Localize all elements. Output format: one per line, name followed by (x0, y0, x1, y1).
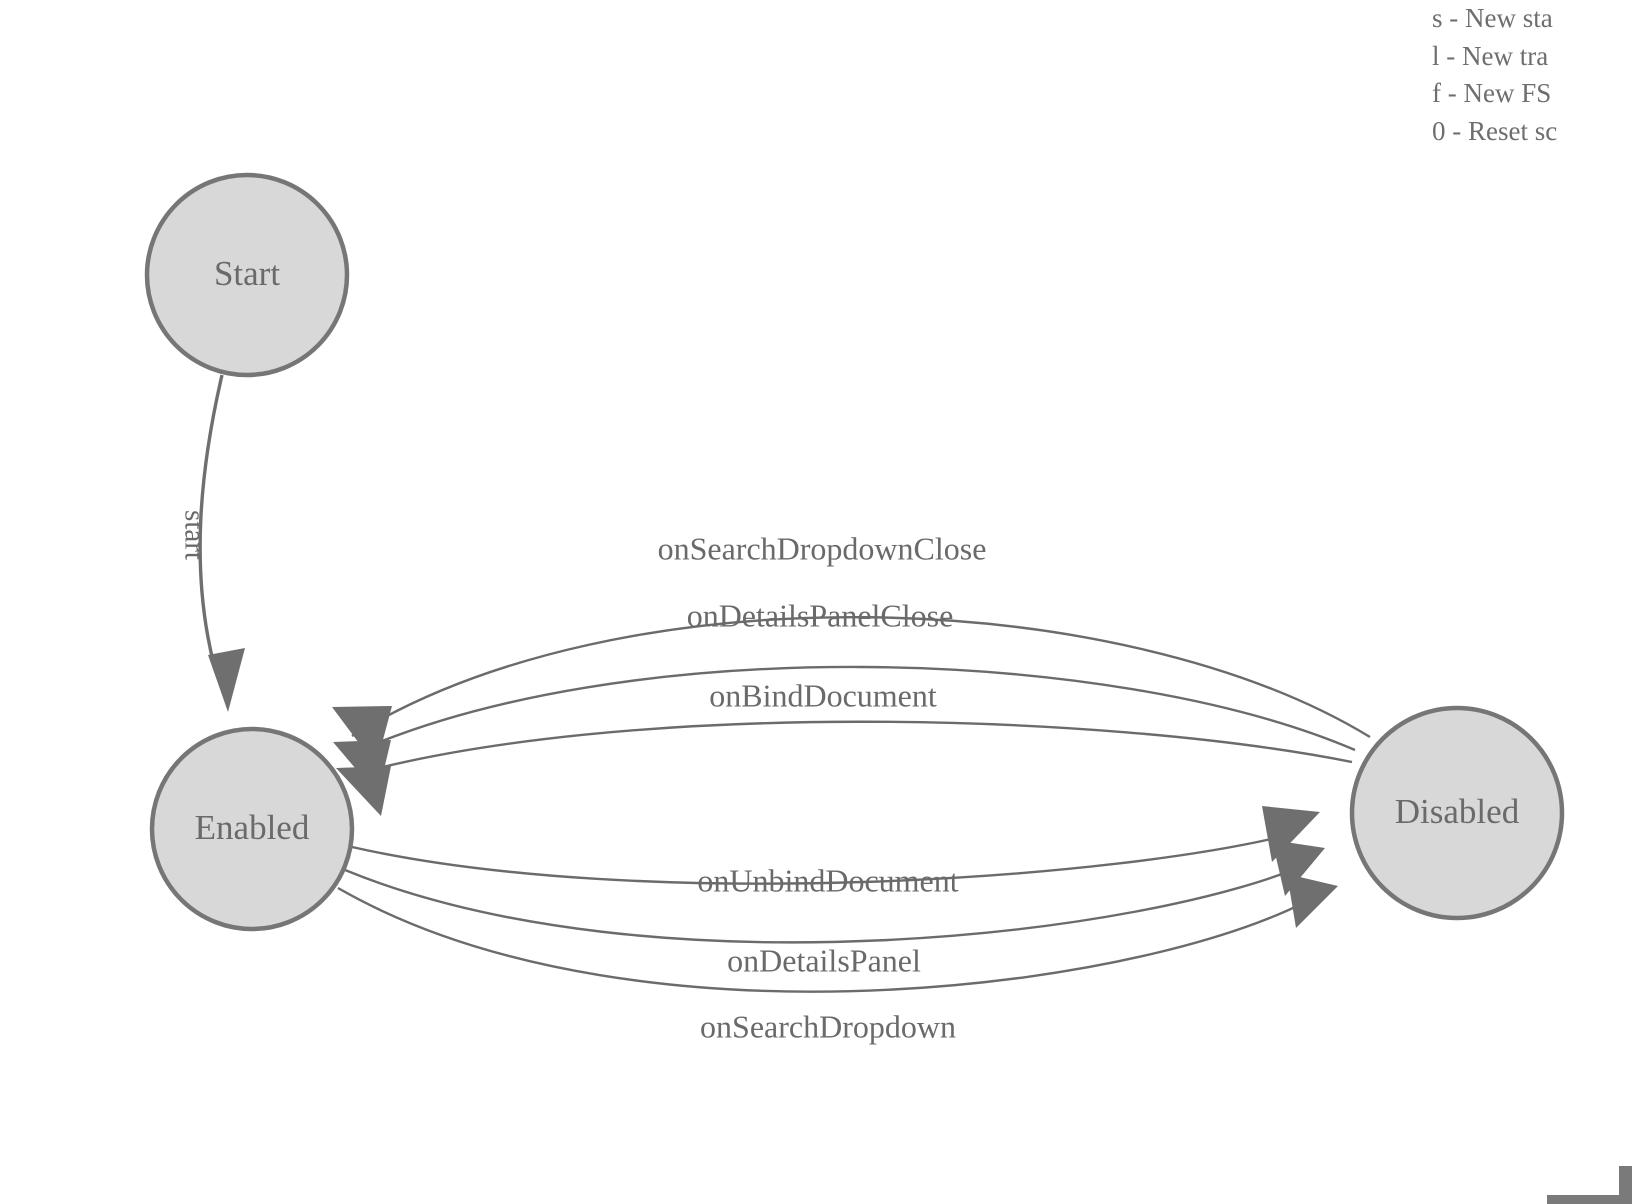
transition-on-bind-document-arrowhead (336, 766, 391, 816)
transition-on-details-panel-path (344, 860, 1313, 944)
transition-on-details-panel-label: onDetailsPanel (727, 942, 921, 978)
transition-on-search-dropdown-close-path (351, 616, 1371, 739)
transition-on-bind-document-path (347, 720, 1353, 778)
transition-start[interactable]: start (178, 374, 245, 712)
transition-on-search-dropdown-close-label: onSearchDropdownClose (658, 530, 987, 566)
horizontal-scrollbar-thumb[interactable] (1547, 1195, 1619, 1204)
state-node-disabled[interactable]: Disabled (1349, 705, 1565, 921)
transition-on-details-panel-arrowhead (1272, 840, 1325, 896)
transition-on-unbind-document-label: onUnbindDocument (697, 862, 958, 898)
transition-start-path (198, 374, 224, 666)
transition-on-search-dropdown[interactable]: onSearchDropdown (337, 874, 1338, 1044)
state-node-start-circle[interactable] (144, 172, 350, 378)
transition-on-details-panel[interactable]: onDetailsPanel (344, 840, 1325, 978)
transition-start-arrowhead (208, 648, 245, 712)
state-node-start-label: Start (214, 254, 280, 293)
transition-on-search-dropdown-arrowhead (1287, 874, 1338, 928)
state-node-start[interactable]: Start (144, 172, 350, 378)
state-node-disabled-circle[interactable] (1349, 705, 1565, 921)
transition-on-search-dropdown-label: onSearchDropdown (700, 1008, 956, 1044)
state-node-enabled-circle[interactable] (149, 726, 355, 932)
transition-on-bind-document-label: onBindDocument (709, 677, 937, 713)
transition-on-search-dropdown-close[interactable]: onSearchDropdownClose (332, 530, 1371, 766)
transition-on-unbind-document[interactable]: onUnbindDocument (351, 806, 1320, 898)
transition-on-unbind-document-path (351, 830, 1301, 885)
transition-on-details-panel-close-path (348, 665, 1356, 757)
vertical-scrollbar-thumb[interactable] (1619, 1166, 1632, 1204)
transition-on-details-panel-close-label: onDetailsPanelClose (687, 597, 954, 633)
state-node-disabled-label: Disabled (1395, 792, 1520, 831)
state-node-enabled-label: Enabled (195, 808, 310, 847)
transition-on-bind-document[interactable]: onBindDocument (336, 677, 1353, 816)
state-node-enabled[interactable]: Enabled (149, 726, 355, 932)
transition-on-search-dropdown-path (337, 886, 1331, 993)
transition-start-label: start (178, 510, 210, 560)
